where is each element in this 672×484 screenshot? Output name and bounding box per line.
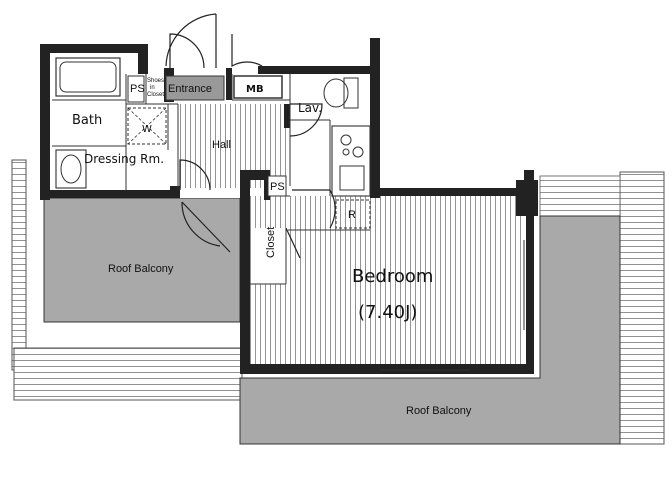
ps-box-mid xyxy=(267,175,287,197)
toilet xyxy=(323,77,359,109)
closet-floor xyxy=(252,228,286,284)
bedroom-size-label: (7.40J) xyxy=(358,302,417,323)
ps-mid-label: PS xyxy=(270,181,285,193)
ps-box-top xyxy=(127,75,145,103)
washer-space xyxy=(127,107,167,145)
entrance-tile xyxy=(165,75,225,101)
ps-top-label: PS xyxy=(130,83,145,95)
bathtub xyxy=(55,57,121,97)
mb-label: MB xyxy=(246,84,264,95)
entrance-label: Entrance xyxy=(168,83,212,95)
w-label: W xyxy=(142,124,152,135)
roof-balcony-left xyxy=(43,197,241,323)
roof-balcony-bottom-label: Roof Balcony xyxy=(406,405,472,417)
hall-label: Hall xyxy=(212,139,231,151)
walls xyxy=(40,38,538,374)
lav-label: Lav. xyxy=(298,101,322,115)
washbasin xyxy=(55,149,87,189)
closet-label: Closet xyxy=(265,227,277,258)
bath-label: Bath xyxy=(72,113,102,128)
partitions xyxy=(52,74,370,285)
kitchen-counter xyxy=(331,125,371,197)
refrigerator-label: R xyxy=(348,209,356,221)
dressing-room-label: Dressing Rm. xyxy=(84,152,164,166)
hall-floor xyxy=(178,104,288,188)
railing-right xyxy=(539,171,665,445)
bedroom-floor xyxy=(250,196,522,364)
railing-left xyxy=(11,159,243,401)
mb-box xyxy=(233,75,283,99)
shoes-closet-label-3: Closet xyxy=(147,92,164,98)
shoes-closet-label-2: in xyxy=(150,85,155,91)
refrigerator-space xyxy=(335,199,371,229)
roof-balcony-left-label: Roof Balcony xyxy=(108,263,174,275)
shoes-closet-label-1: Shoes xyxy=(147,78,164,84)
doors xyxy=(165,13,525,371)
roof-balcony-bottom xyxy=(239,215,621,445)
bedroom-label: Bedroom xyxy=(352,266,433,287)
